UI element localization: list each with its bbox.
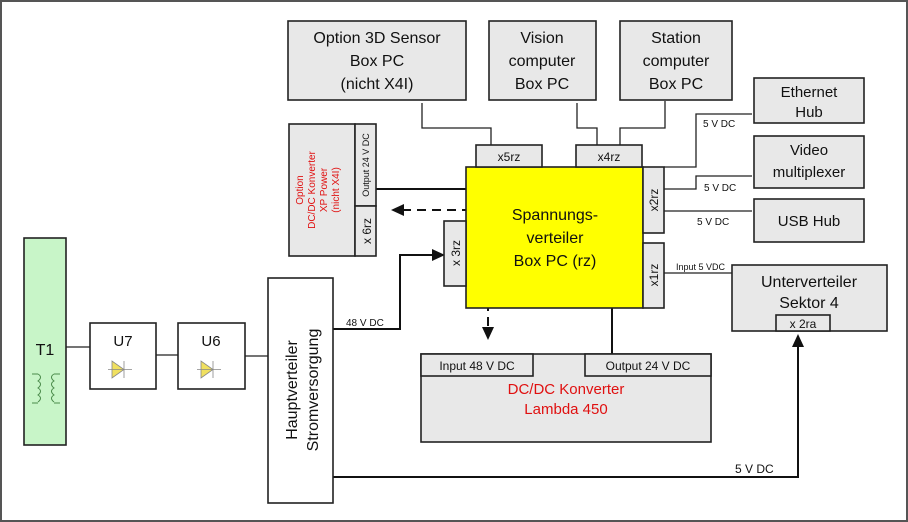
port-x2rz-label: x2rz	[647, 189, 661, 212]
lambda-output-label: Output 24 V DC	[606, 359, 691, 373]
unterverteiler-box[interactable]: Unterverteiler Sektor 4 x 2ra	[731, 264, 888, 332]
video-line1: Video	[790, 142, 828, 159]
station-line2: computer	[643, 53, 710, 70]
wire-5v-unterverteiler	[333, 343, 799, 478]
ethernet-line1: Ethernet	[781, 84, 839, 101]
port-x3rz-label: x 3rz	[449, 240, 463, 266]
ethernet-hub-box[interactable]: Ethernet Hub	[753, 77, 865, 124]
wire-label-usb: 5 V DC	[697, 217, 729, 228]
u6-rectifier-block[interactable]: U6	[177, 322, 246, 390]
hauptverteiler-line2: Stromversorgung	[305, 329, 322, 452]
station-computer-box[interactable]: Station computer Box PC	[619, 20, 733, 101]
wire-label-bottom-5v: 5 V DC	[735, 462, 774, 476]
u7-rectifier-block[interactable]: U7	[89, 322, 157, 390]
xp-line4: (nicht X4I)	[331, 167, 342, 213]
wire-vision-x4rz	[576, 103, 598, 145]
hauptverteiler-block[interactable]: Hauptverteiler Stromversorgung	[267, 277, 334, 504]
port-x4rz-label: x4rz	[598, 150, 621, 164]
usb-hub-box[interactable]: USB Hub	[753, 198, 865, 243]
xp-line2: DC/DC Konverter	[307, 150, 318, 228]
arrow-x6rz	[391, 204, 404, 216]
diode-icon	[197, 360, 221, 379]
xp-output-label: Output 24 V DC	[361, 133, 371, 197]
lambda-output-port[interactable]: Output 24 V DC	[584, 353, 712, 377]
lambda-line1: DC/DC Konverter	[508, 381, 625, 398]
station-line3: Box PC	[649, 76, 703, 93]
port-x5rz-label: x5rz	[498, 150, 521, 164]
port-x2ra-label: x 2ra	[790, 317, 817, 331]
option-3d-sensor-box[interactable]: Option 3D Sensor Box PC (nicht X4I)	[287, 20, 467, 101]
port-x6rz-label: x 6rz	[360, 218, 374, 244]
wire-x2rz-ethernet	[664, 113, 752, 168]
wire-label-ethernet: 5 V DC	[703, 119, 735, 130]
option-dcdc-xp-power-box[interactable]: Option DC/DC Konverter XP Power (nicht X…	[288, 123, 377, 257]
arrow-x2ra	[792, 334, 804, 347]
wire-label-video: 5 V DC	[704, 183, 736, 194]
t1-label: T1	[36, 342, 55, 359]
station-line1: Station	[651, 30, 701, 47]
spannungsverteiler-line2: verteiler	[527, 230, 585, 247]
u6-label: U6	[201, 333, 220, 350]
wire-48v-x3rz	[333, 254, 438, 330]
port-x4rz[interactable]: x4rz	[575, 144, 643, 168]
unterverteiler-line1: Unterverteiler	[761, 274, 858, 291]
wire-label-48v: 48 V DC	[346, 318, 384, 329]
spannungsverteiler-box[interactable]: Spannungs- verteiler Box PC (rz)	[465, 166, 644, 309]
vision-line2: computer	[509, 53, 576, 70]
wire-station-x4rz	[619, 101, 666, 145]
xp-line3: XP Power	[319, 167, 330, 212]
spannungsverteiler-line1: Spannungs-	[512, 207, 598, 224]
port-x2ra[interactable]	[775, 314, 831, 332]
sensor3d-line1: Option 3D Sensor	[313, 30, 441, 47]
port-x1rz[interactable]: x1rz	[642, 242, 665, 309]
u7-label: U7	[113, 333, 132, 350]
arrow-x3rz	[432, 249, 445, 261]
unterverteiler-line2: Sektor 4	[779, 295, 839, 312]
lambda-line2: Lambda 450	[524, 401, 607, 418]
diode-icon	[108, 360, 132, 379]
sensor3d-line3: (nicht X4I)	[341, 76, 414, 93]
port-x1rz-label: x1rz	[647, 264, 661, 287]
wire-label-unterverteiler-input: Input 5 VDC	[676, 262, 726, 272]
video-line2: multiplexer	[773, 164, 846, 181]
usb-line1: USB Hub	[778, 213, 841, 230]
lambda-input-label: Input 48 V DC	[439, 359, 515, 373]
sensor3d-line2: Box PC	[350, 53, 404, 70]
vision-line1: Vision	[520, 30, 563, 47]
vision-line3: Box PC	[515, 76, 569, 93]
ethernet-line2: Hub	[795, 104, 823, 121]
port-x3rz[interactable]: x 3rz	[443, 220, 467, 287]
spannungsverteiler-line3: Box PC (rz)	[514, 253, 597, 270]
xp-line1: Option	[295, 175, 306, 204]
t1-transformer-block[interactable]: T1	[23, 237, 67, 446]
port-x5rz[interactable]: x5rz	[475, 144, 543, 168]
video-multiplexer-box[interactable]: Video multiplexer	[753, 135, 865, 189]
wire-sensor3d-x5rz	[421, 103, 492, 145]
arrow-lambda-input	[482, 327, 494, 340]
port-x2rz[interactable]: x2rz	[642, 166, 665, 234]
lambda-input-port[interactable]: Input 48 V DC	[420, 353, 534, 377]
transformer-icon	[32, 373, 60, 404]
wire-x2rz-video	[664, 175, 752, 190]
port-x6rz[interactable]	[354, 205, 377, 257]
hauptverteiler-line1: Hauptverteiler	[284, 340, 301, 440]
vision-computer-box[interactable]: Vision computer Box PC	[488, 20, 597, 101]
